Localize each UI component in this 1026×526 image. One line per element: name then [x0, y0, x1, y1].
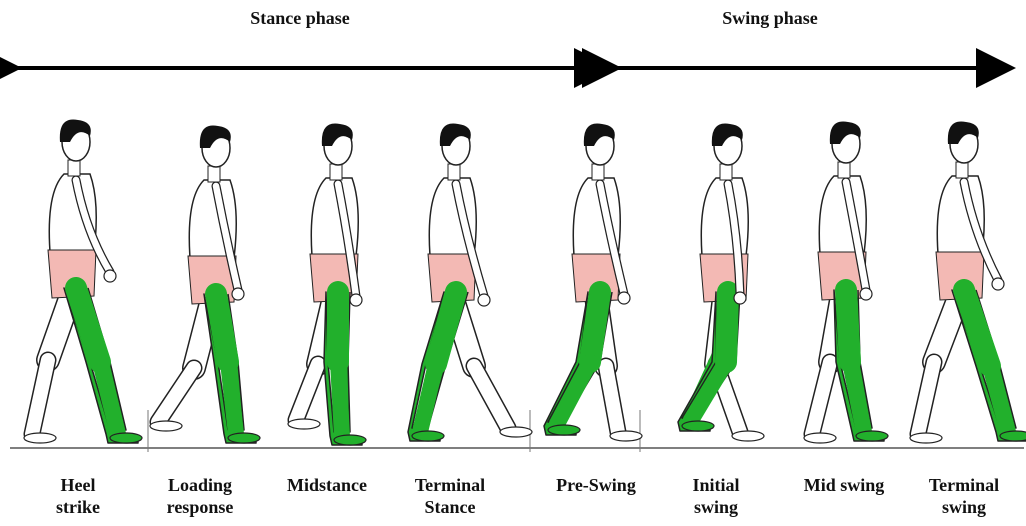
- caption-pre-swing: Pre-Swing: [536, 474, 656, 496]
- figure-terminal-swing: [910, 121, 1026, 443]
- hand: [860, 288, 872, 300]
- foot: [500, 427, 532, 437]
- highlighted-leg: [324, 292, 366, 445]
- figure-midstance: [288, 123, 366, 445]
- hand: [992, 278, 1004, 290]
- hand: [618, 292, 630, 304]
- foot: [610, 431, 642, 441]
- highlighted-leg: [834, 290, 888, 441]
- caption-midstance: Midstance: [267, 474, 387, 496]
- foot: [910, 433, 942, 443]
- highlighted-leg: [952, 290, 1026, 441]
- highlighted-leg: [204, 294, 260, 443]
- hand: [478, 294, 490, 306]
- figure-initial-swing: [678, 123, 764, 441]
- caption-mid-swing: Mid swing: [784, 474, 904, 496]
- highlighted-leg: [64, 288, 142, 443]
- foot: [288, 419, 320, 429]
- figure-terminal-stance: [408, 123, 532, 441]
- figure-heel-strike: [24, 119, 142, 443]
- foot: [732, 431, 764, 441]
- foot: [24, 433, 56, 443]
- foot: [150, 421, 182, 431]
- figure-loading-response: [150, 125, 260, 443]
- hand: [734, 292, 746, 304]
- hand: [350, 294, 362, 306]
- figure-mid-swing: [804, 121, 888, 443]
- hand: [104, 270, 116, 282]
- foot: [804, 433, 836, 443]
- highlighted-leg: [408, 292, 468, 441]
- hand: [232, 288, 244, 300]
- swing-phase-title: Swing phase: [680, 8, 860, 29]
- stance-phase-title: Stance phase: [210, 8, 390, 29]
- figure-pre-swing: [544, 123, 642, 441]
